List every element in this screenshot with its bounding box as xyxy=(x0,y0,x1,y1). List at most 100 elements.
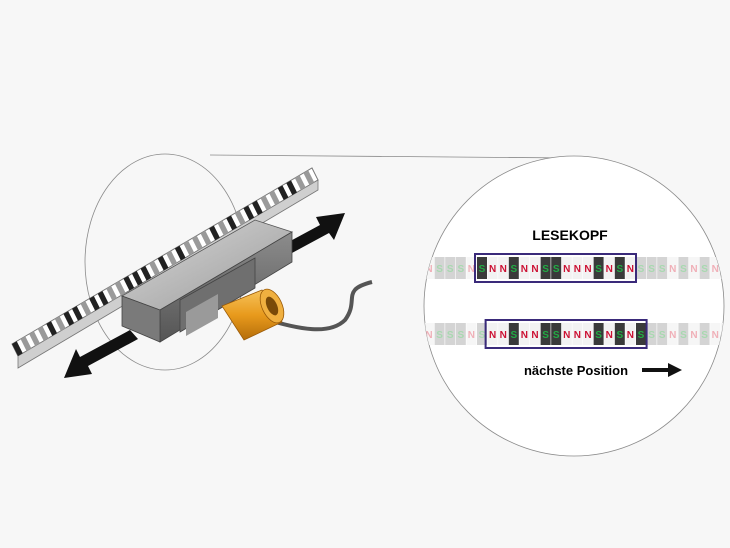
tape-stripe xyxy=(200,230,212,246)
tape-cell xyxy=(498,257,509,279)
tape-stripe xyxy=(166,250,177,266)
tape-stripe xyxy=(252,200,263,216)
read-head-label: LESEKOPF xyxy=(532,227,608,243)
tape-cell xyxy=(604,323,615,345)
tape-cell xyxy=(678,323,689,345)
tape-cell xyxy=(699,323,710,345)
tape-stripe xyxy=(46,321,57,336)
tape-cell xyxy=(455,323,466,345)
tape-cell xyxy=(445,323,456,345)
tape-cell xyxy=(551,323,562,345)
pole-south: S xyxy=(638,264,645,275)
pole-south: S xyxy=(457,330,464,341)
pole-south: S xyxy=(510,330,517,341)
pole-south: S xyxy=(553,330,560,341)
pole-south: S xyxy=(447,330,454,341)
pole-north: N xyxy=(574,264,581,275)
pole-north: N xyxy=(489,330,496,341)
tape-cell xyxy=(572,257,583,279)
tape-stripe xyxy=(63,311,75,326)
tape-cell xyxy=(583,323,593,345)
tape-cell xyxy=(689,323,699,345)
pole-north: N xyxy=(521,330,528,341)
tape-stripe xyxy=(20,336,32,351)
tape-cell xyxy=(424,323,434,345)
tape-cell xyxy=(540,323,551,345)
tape-cell xyxy=(519,257,530,279)
pole-south: S xyxy=(659,264,666,275)
tape-cell xyxy=(445,257,456,279)
next-position-label: nächste Position xyxy=(524,363,628,378)
tape-stripe xyxy=(106,285,117,301)
pole-north: N xyxy=(425,264,432,275)
pole-north: N xyxy=(574,330,581,341)
tape-cell xyxy=(466,257,477,279)
tape-cell xyxy=(561,323,572,345)
tape-stripe xyxy=(209,225,220,241)
pole-north: N xyxy=(669,264,676,275)
tape-cell xyxy=(434,257,445,279)
tape-stripe xyxy=(243,205,255,221)
sensor-cable xyxy=(261,280,373,332)
pole-south: S xyxy=(638,330,645,341)
pole-north: N xyxy=(425,330,432,341)
tape-cell xyxy=(710,257,721,279)
tape-stripe xyxy=(303,170,315,186)
pole-south: S xyxy=(616,264,623,275)
pole-north: N xyxy=(669,330,676,341)
pole-north: N xyxy=(606,330,613,341)
tape-stripe xyxy=(29,331,40,346)
tape-stripe xyxy=(234,210,246,226)
tape-cell xyxy=(455,257,466,279)
tape-stripe xyxy=(269,190,280,206)
tape-cell xyxy=(646,257,657,279)
tape-cell xyxy=(583,257,593,279)
tape-stripe xyxy=(226,215,237,231)
pole-south: S xyxy=(648,264,655,275)
pole-north: N xyxy=(563,264,570,275)
tape-stripe xyxy=(97,290,109,306)
tape-cell xyxy=(551,257,562,279)
pole-north: N xyxy=(531,330,538,341)
pole-south: S xyxy=(648,330,655,341)
tape-stripe xyxy=(277,185,289,201)
read-window-next xyxy=(484,319,648,349)
pole-north: N xyxy=(500,330,507,341)
tape-cell xyxy=(561,257,572,279)
tape-stripe xyxy=(294,175,306,191)
tape-stripe xyxy=(286,180,297,196)
tape-cell xyxy=(477,323,487,345)
tape-cell xyxy=(678,257,689,279)
tape-cell xyxy=(625,323,636,345)
tape-cell xyxy=(689,257,699,279)
tape-cell xyxy=(530,323,540,345)
tape-cell xyxy=(593,257,604,279)
pole-south: S xyxy=(680,330,687,341)
tape-stripe xyxy=(183,240,195,256)
pole-north: N xyxy=(722,264,729,275)
tape-row-top: NSSSNSNNSNNSSNNNSNSNSSSNSNSNNSSNNSS xyxy=(424,257,729,279)
pole-south: S xyxy=(542,330,549,341)
pole-north: N xyxy=(468,330,475,341)
tape-cell xyxy=(667,257,678,279)
pole-south: S xyxy=(595,264,602,275)
tape-stripe xyxy=(72,306,83,321)
tape-cell xyxy=(424,257,434,279)
tape-cell xyxy=(625,257,636,279)
tape-row-bottom: NSSSNSNNSNNSSNNNSNSNSSSNSNSNNSSNNSS xyxy=(424,323,729,345)
tape-cell xyxy=(657,323,668,345)
pole-south: S xyxy=(595,330,602,341)
pole-north: N xyxy=(531,264,538,275)
tape-stripe xyxy=(149,260,160,276)
arrow-right-icon xyxy=(642,363,682,377)
pole-north: N xyxy=(722,330,729,341)
tape-cell xyxy=(530,257,540,279)
tape-cell xyxy=(710,323,721,345)
pole-south: S xyxy=(457,264,464,275)
tape-stripe xyxy=(54,316,66,331)
tape-cell xyxy=(720,257,724,279)
pole-south: S xyxy=(701,264,708,275)
pole-south: S xyxy=(510,264,517,275)
pole-south: S xyxy=(553,264,560,275)
